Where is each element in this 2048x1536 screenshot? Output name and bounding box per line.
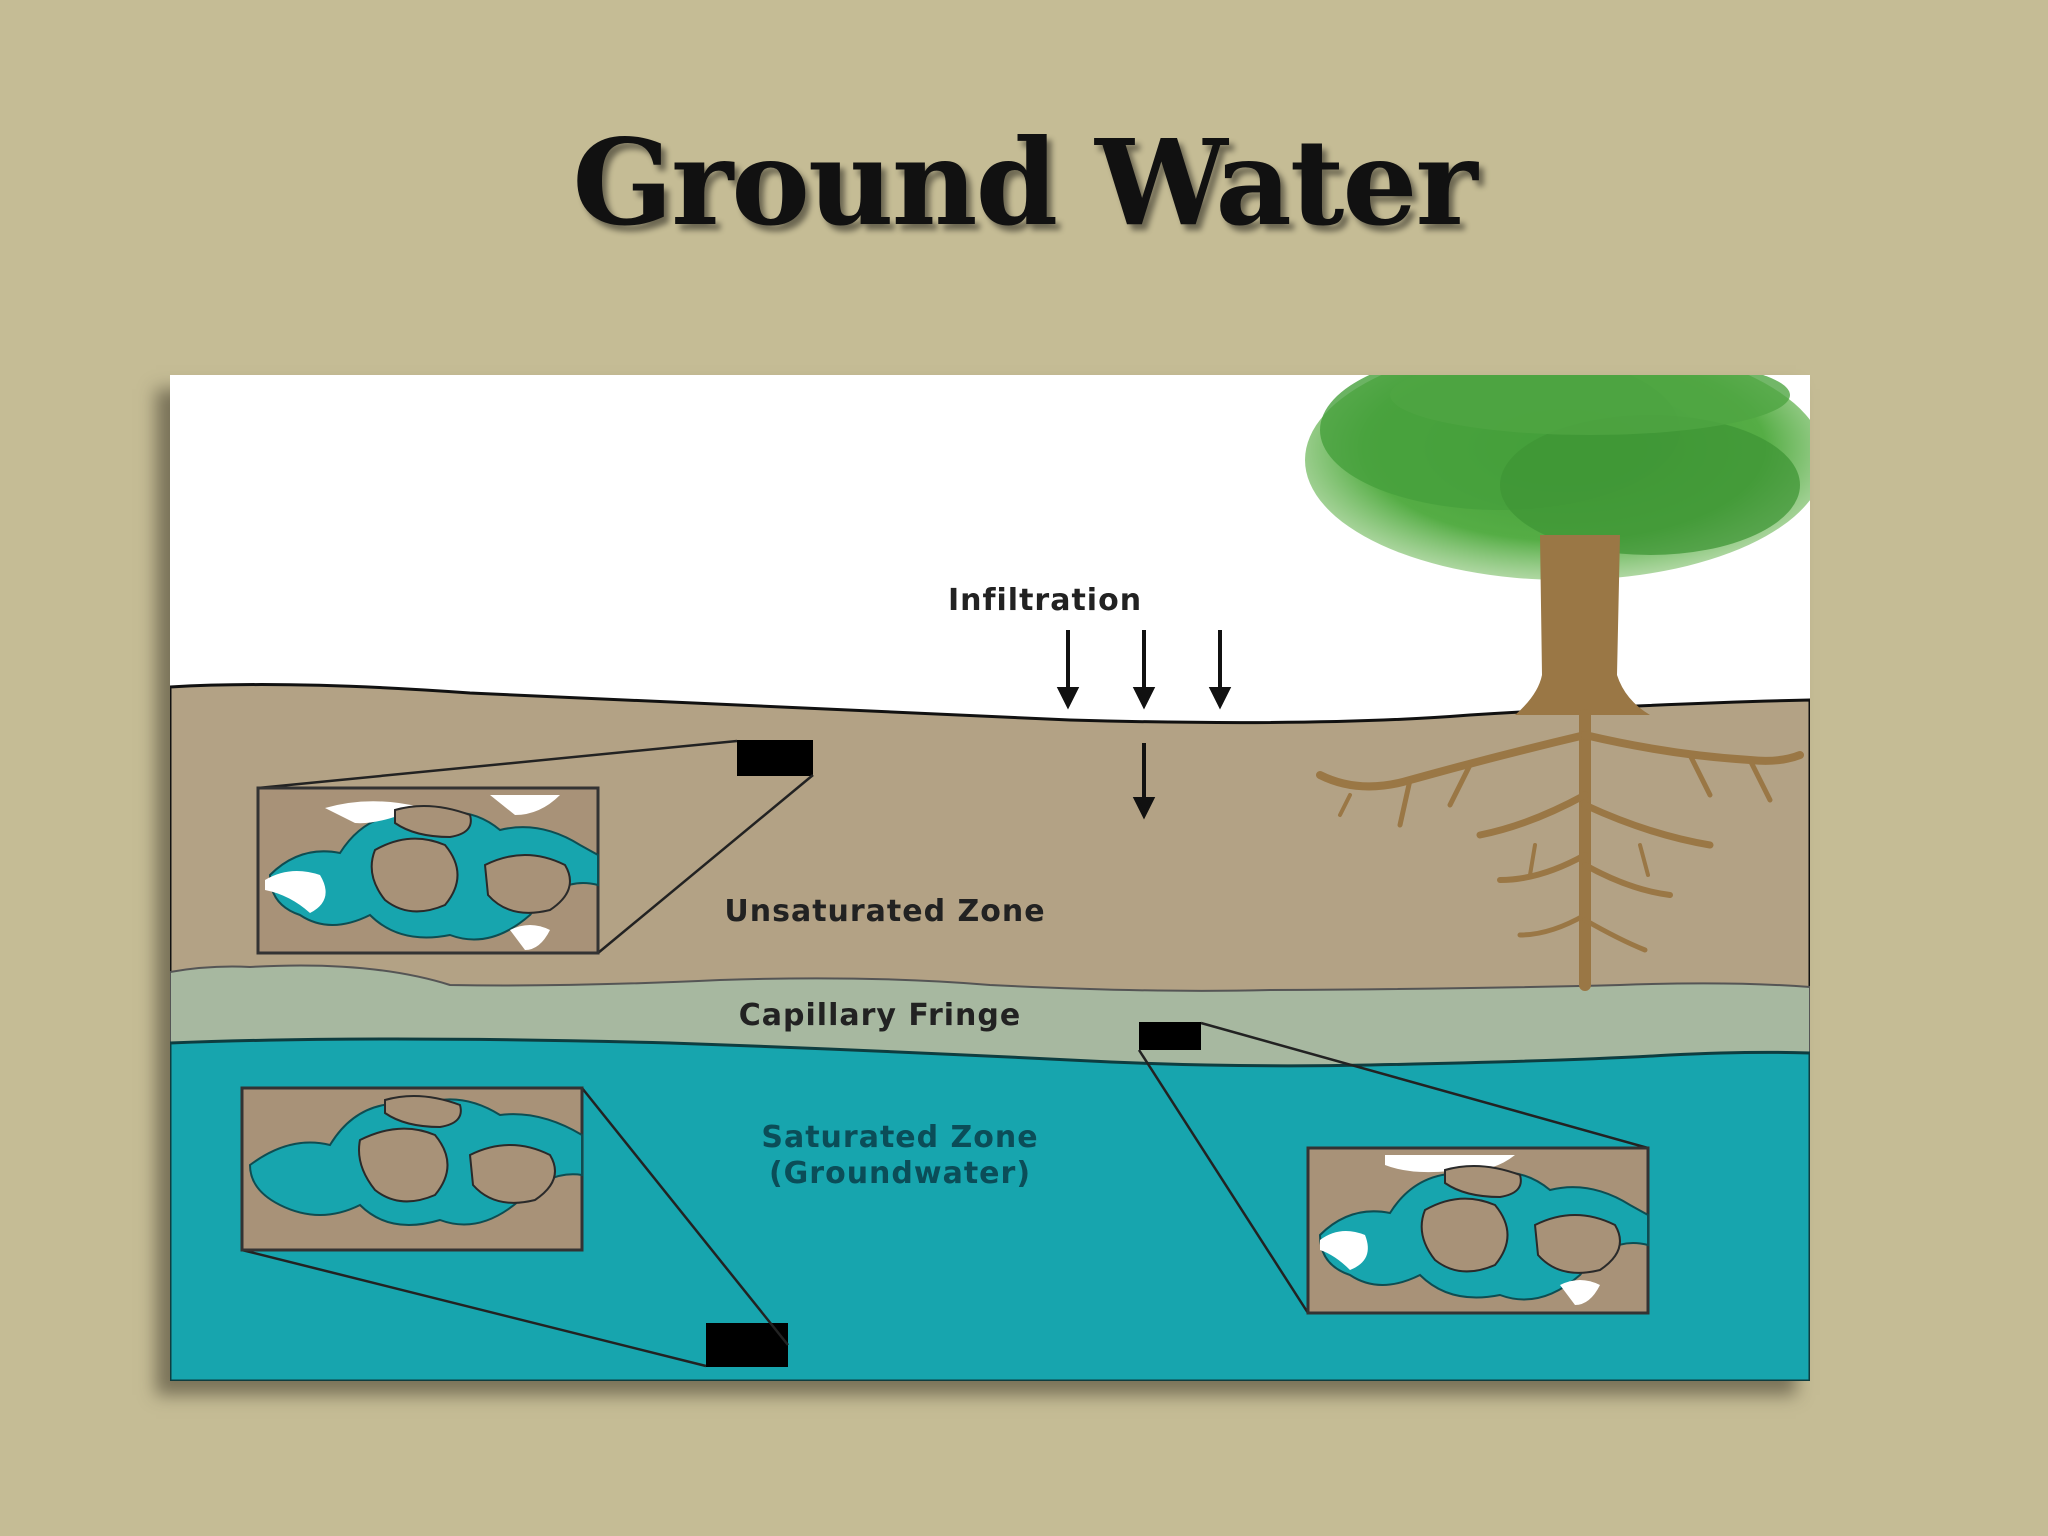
saturated-zone-label: Saturated Zone [761,1120,1038,1155]
slide-title: Ground Water [572,113,1477,252]
callout-lines [241,739,1649,1368]
tree-trunk [1515,535,1650,715]
groundwater-label: (Groundwater) [769,1156,1031,1191]
inset-unsaturated-pores [256,786,600,955]
inset-capillary-pores [1306,1146,1650,1315]
unsaturated-zone-label: Unsaturated Zone [724,894,1045,929]
infiltration-label: Infiltration [948,583,1142,618]
tree-foliage [1305,375,1810,580]
infiltration-arrows [1056,630,1232,820]
sample-marker-saturated [706,1323,788,1367]
tree-roots [1316,709,1804,991]
inset-saturated-pores [240,1086,584,1252]
capillary-fringe-label: Capillary Fringe [739,998,1021,1033]
groundwater-diagram: Infiltration Unsaturated Zone Capillary … [170,375,1810,1381]
sample-marker-unsaturated [737,740,813,776]
sample-marker-capillary [1139,1022,1201,1050]
